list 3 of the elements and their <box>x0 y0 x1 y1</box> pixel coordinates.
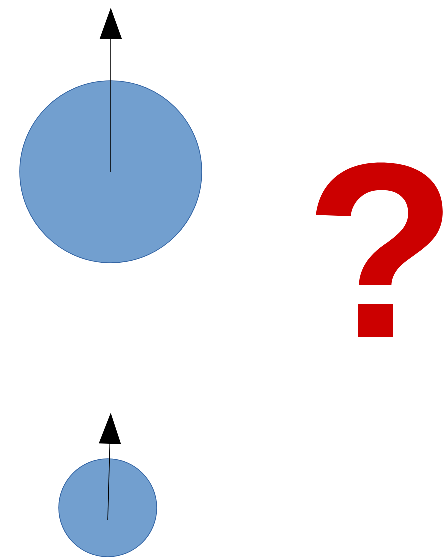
question-mark: ? <box>316 162 443 338</box>
disc <box>20 80 202 264</box>
disc <box>58 458 158 558</box>
